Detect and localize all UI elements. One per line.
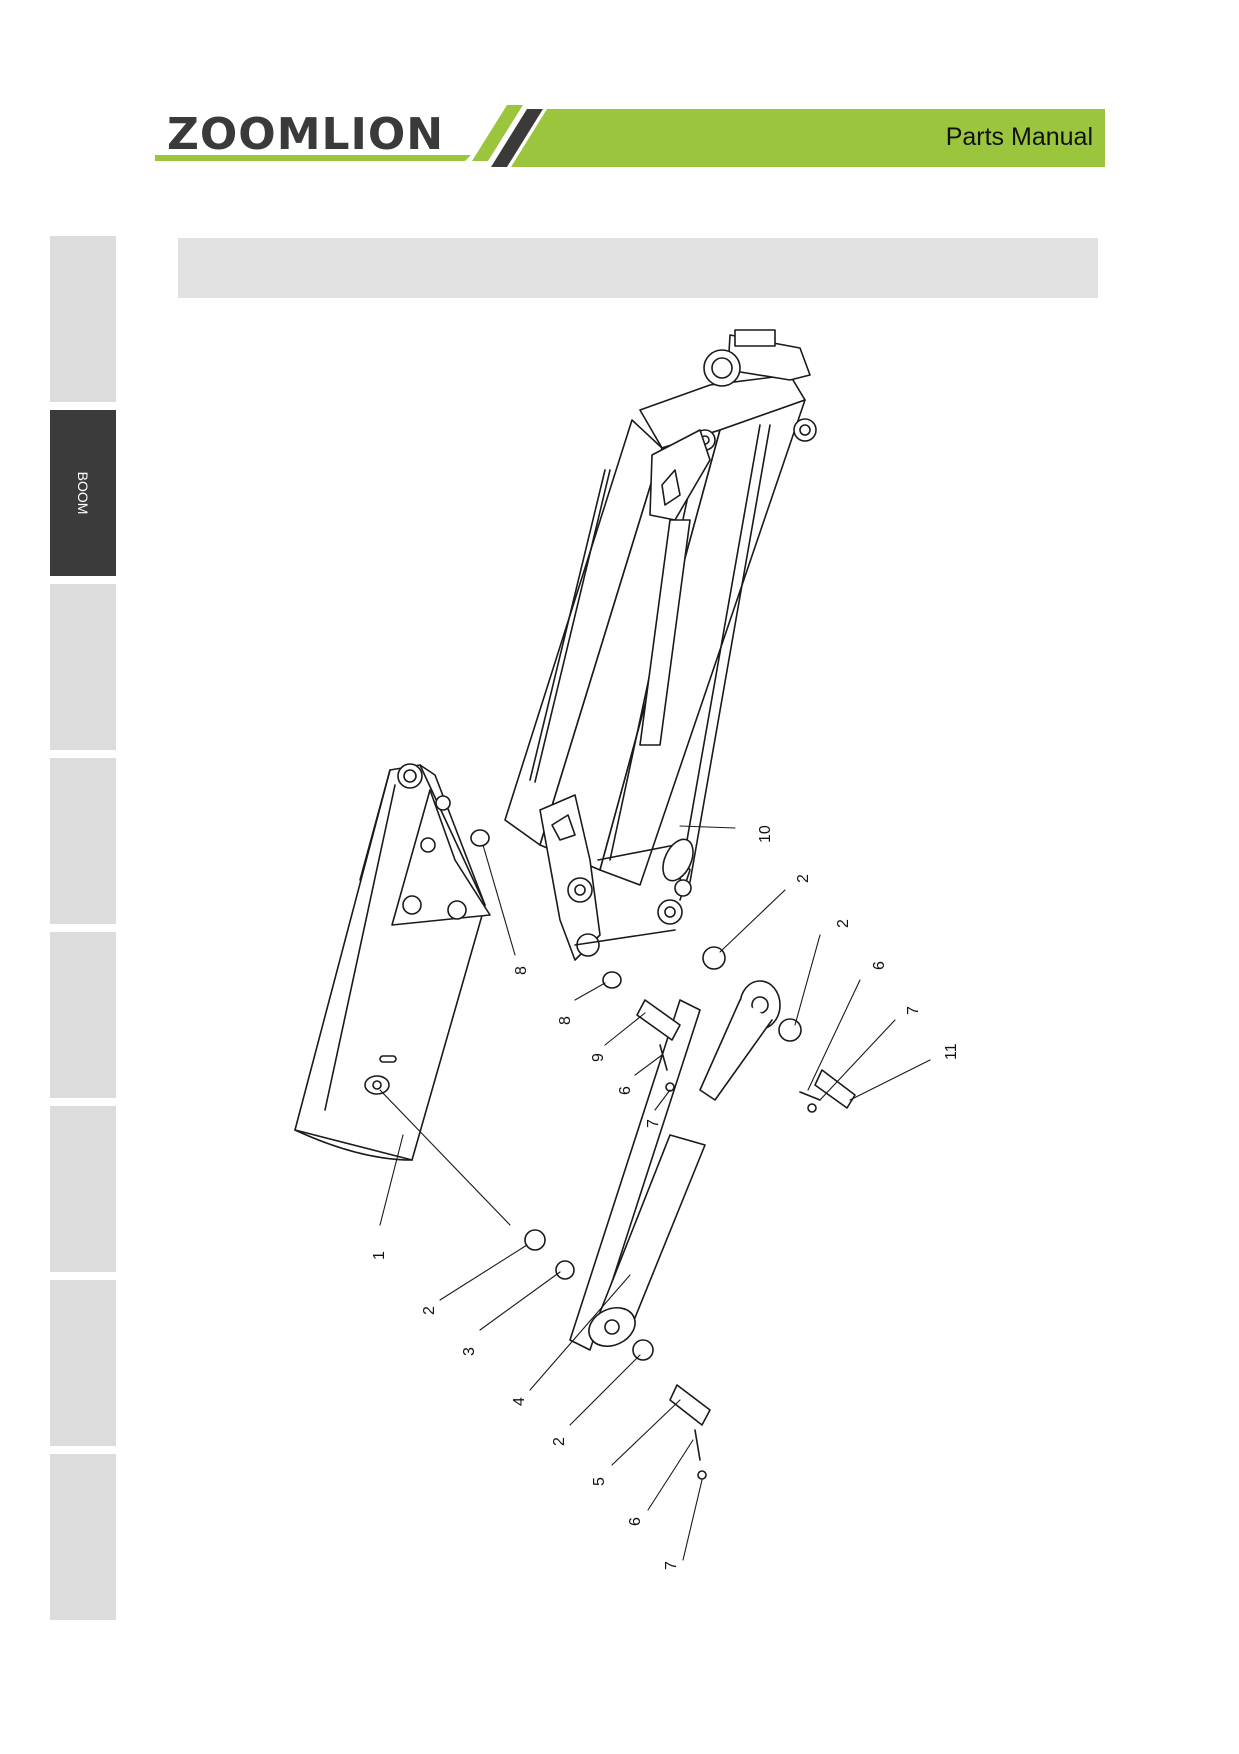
brand-logo: ZOOMLION	[167, 109, 445, 160]
manual-title: Parts Manual	[945, 123, 1093, 151]
callout-2d: 2	[835, 919, 852, 928]
base-boom-section	[294, 763, 491, 1161]
small-parts	[470, 829, 856, 1480]
callout-5: 5	[591, 1477, 608, 1486]
sidebar-tab-8[interactable]	[50, 1454, 116, 1620]
callout-11: 11	[943, 1043, 960, 1060]
sidebar-tab-7[interactable]	[50, 1280, 116, 1446]
sidebar-tab-1[interactable]	[50, 236, 116, 402]
sidebar-tab-5[interactable]	[50, 932, 116, 1098]
callout-6: 6	[627, 1517, 644, 1526]
callout-7: 7	[663, 1561, 680, 1570]
callout-9: 9	[590, 1053, 607, 1062]
chapter-sidebar: BOOM	[50, 236, 116, 1628]
callout-7c: 7	[905, 1006, 922, 1015]
callout-7b: 7	[645, 1119, 662, 1128]
header-slash-dark	[491, 109, 543, 167]
sidebar-tab-boom[interactable]: BOOM	[50, 410, 116, 576]
sidebar-tab-4[interactable]	[50, 758, 116, 924]
callout-1: 1	[371, 1251, 388, 1260]
header-green-band	[511, 109, 1105, 167]
callout-6c: 6	[871, 961, 888, 970]
header-slash-green	[472, 105, 523, 161]
callout-2c: 2	[795, 874, 812, 883]
header-graphic	[155, 105, 1105, 167]
section-title-bar	[178, 238, 1098, 298]
callout-2: 2	[421, 1306, 438, 1315]
callout-8b: 8	[557, 1016, 574, 1025]
lift-cylinder	[569, 980, 781, 1351]
callout-3: 3	[461, 1347, 478, 1356]
callout-10: 10	[757, 825, 774, 843]
sidebar-tab-3[interactable]	[50, 584, 116, 750]
callout-4: 4	[511, 1397, 528, 1406]
callout-8: 8	[513, 966, 530, 975]
sidebar-tab-6[interactable]	[50, 1106, 116, 1272]
page-header: ZOOMLION Parts Manual	[155, 105, 1105, 167]
header-underline	[155, 155, 471, 161]
callout-6b: 6	[617, 1086, 634, 1095]
callout-2b: 2	[551, 1437, 568, 1446]
main-boom	[504, 329, 817, 961]
leader-lines	[379, 825, 931, 1561]
callout-numbers: 1 2 3 4 2 5 6 7 8 9 6 7 8 10 2 2 6 7 11	[371, 825, 960, 1570]
